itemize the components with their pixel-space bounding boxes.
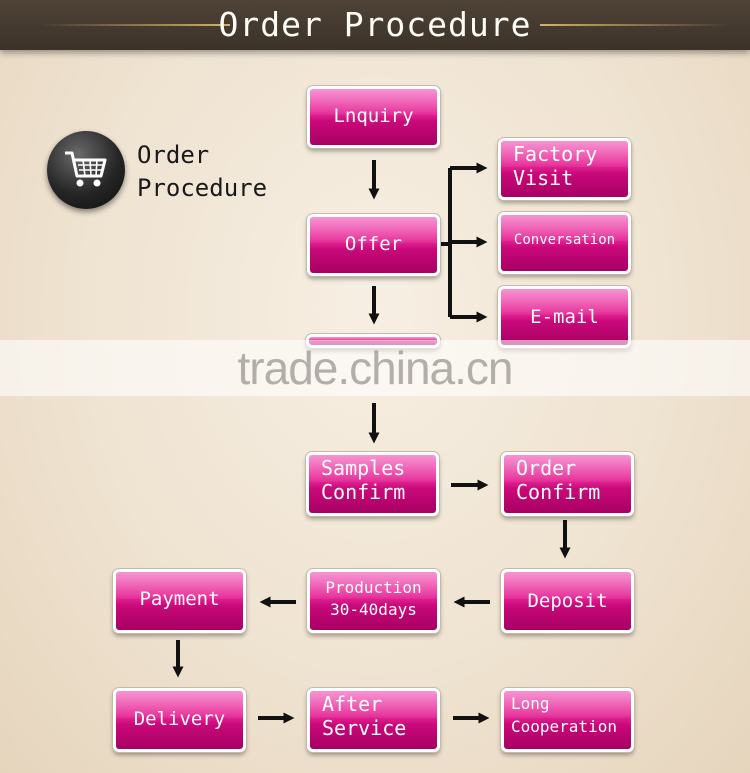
- step-order-confirm-line2: Confirm: [516, 480, 601, 504]
- step-deposit: Deposit: [501, 569, 634, 633]
- step-offer: Offer: [307, 214, 440, 276]
- step-long-cooperation-line1: Long: [511, 694, 550, 713]
- step-deposit-label: Deposit: [527, 590, 608, 612]
- step-production-line2: 30-40days: [330, 600, 417, 619]
- step-after-service: After Service: [307, 688, 440, 752]
- header-bar: Order Procedure: [0, 0, 750, 50]
- header-divider-right: [540, 24, 730, 26]
- step-offer-label: Offer: [344, 233, 403, 255]
- page-title: Order Procedure: [218, 5, 532, 44]
- step-conversation: Conversation: [498, 212, 631, 274]
- step-conversation-label: Conversation: [513, 232, 616, 248]
- step-inquiry: Lnquiry: [307, 86, 440, 148]
- step-after-service-line2: Service: [322, 716, 407, 740]
- step-factory-visit-line1: Factory: [513, 142, 598, 166]
- watermark: trade.china.cn: [237, 342, 514, 394]
- step-email: E-mail: [498, 286, 631, 348]
- watermark-band: [0, 340, 750, 396]
- step-order-confirm-line1: Order: [516, 456, 577, 480]
- step-delivery-label: Delivery: [133, 708, 226, 730]
- step-email-label: E-mail: [530, 306, 599, 328]
- step-long-cooperation: Long Cooperation: [501, 688, 634, 752]
- shopping-cart-icon: [47, 131, 125, 209]
- step-order-confirm: Order Confirm: [501, 452, 634, 516]
- header-divider-left: [40, 24, 230, 26]
- order-procedure-label-line1: Order: [137, 141, 210, 169]
- step-factory-visit: Factory Visit: [498, 138, 631, 200]
- step-after-service-line1: After: [322, 692, 383, 716]
- step-long-cooperation-line2: Cooperation: [511, 717, 617, 736]
- step-samples-confirm: Samples Confirm: [306, 452, 439, 516]
- step-production-line1: Production: [325, 578, 422, 597]
- step-production: Production 30-40days: [307, 569, 440, 633]
- order-procedure-label: Order Procedure: [137, 139, 267, 205]
- step-delivery: Delivery: [113, 688, 246, 752]
- step-factory-visit-line2: Visit: [513, 166, 574, 190]
- step-payment: Payment: [113, 569, 246, 633]
- step-payment-label: Payment: [139, 588, 220, 610]
- step-samples-confirm-line2: Confirm: [321, 480, 406, 504]
- order-procedure-label-line2: Procedure: [137, 174, 268, 202]
- step-samples-confirm-line1: Samples: [321, 456, 406, 480]
- step-inquiry-label: Lnquiry: [333, 105, 414, 127]
